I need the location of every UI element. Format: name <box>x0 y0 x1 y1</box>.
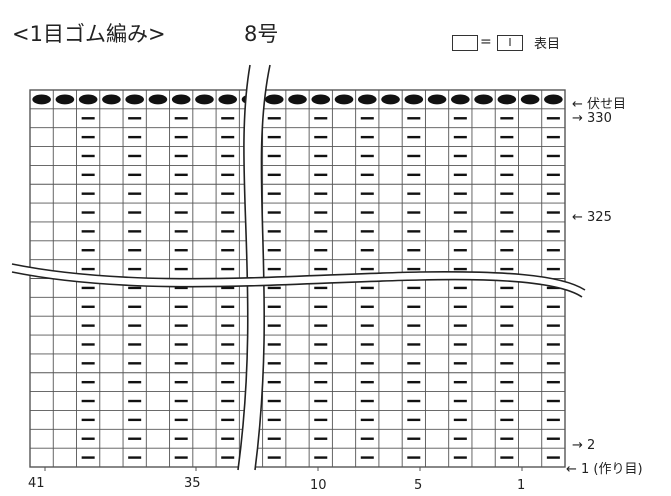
row-label-cast-on: ← 1 (作り目) <box>566 462 643 477</box>
bind-off-mark <box>195 94 214 105</box>
needle-size: 8号 <box>244 22 279 46</box>
col-label-41: 41 <box>28 476 45 491</box>
bind-off-mark <box>148 94 168 105</box>
break-fill-vertical <box>238 65 270 470</box>
bind-off-mark <box>427 94 447 105</box>
break-line-horizontal-bottom <box>11 271 583 298</box>
bind-off-mark <box>381 94 400 105</box>
col-label-10: 10 <box>310 478 327 493</box>
legend-knit-label: 表目 <box>534 37 561 52</box>
bind-off-mark <box>171 94 191 105</box>
break-line-vertical-right <box>254 64 271 471</box>
bind-off-mark <box>334 94 354 105</box>
row-label-2: → 2 <box>572 438 596 453</box>
bind-off-mark <box>102 94 121 105</box>
bind-off-mark <box>55 94 75 105</box>
bind-off-mark <box>32 94 51 105</box>
bind-off-mark <box>125 94 144 105</box>
legend-equals: = <box>480 34 492 50</box>
bind-off-mark <box>520 94 540 105</box>
col-label-5: 5 <box>414 478 423 493</box>
bind-off-mark <box>218 94 238 105</box>
col-label-1: 1 <box>517 478 526 493</box>
bind-off-mark <box>288 94 307 105</box>
pattern-title: <1目ゴム編み> <box>12 22 166 46</box>
row-label-bind-off: ← 伏せ目 <box>572 97 627 112</box>
bind-off-mark <box>78 94 98 105</box>
bind-off-mark <box>497 94 517 105</box>
col-label-35: 35 <box>184 476 201 491</box>
legend-blank-cell <box>452 35 478 51</box>
bind-off-mark <box>451 94 470 105</box>
legend-knit-cell: I <box>497 35 523 51</box>
break-line-vertical-left <box>237 64 251 471</box>
bind-off-mark <box>311 94 331 105</box>
row-label-330: → 330 <box>572 111 612 126</box>
break-line-horizontal-top <box>11 263 586 291</box>
bind-off-mark <box>264 94 284 105</box>
bind-off-mark <box>404 94 424 105</box>
bind-off-mark <box>474 94 493 105</box>
row-label-325: ← 325 <box>572 210 612 225</box>
bind-off-mark <box>357 94 377 105</box>
bind-off-mark <box>544 94 563 105</box>
legend-knit-symbol: I <box>508 36 512 49</box>
